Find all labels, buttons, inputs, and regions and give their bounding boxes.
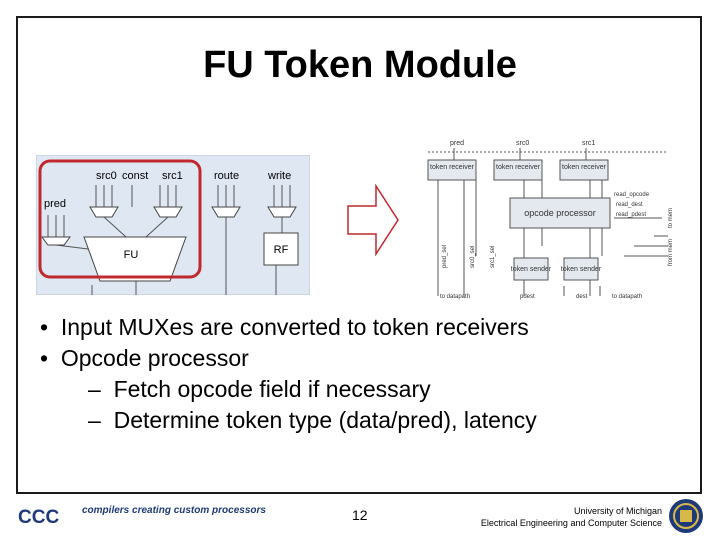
- slide-title: FU Token Module: [203, 44, 517, 86]
- footer-affiliation: University of Michigan Electrical Engine…: [481, 505, 662, 529]
- token-sender-1: [513, 257, 549, 281]
- label-pred: pred: [44, 198, 66, 210]
- read-dest-label: read_dest: [616, 202, 643, 208]
- label-src0: src0: [96, 170, 117, 182]
- to-datapath-left-label: to datapath: [440, 294, 470, 300]
- dest-label: dest: [576, 294, 588, 300]
- to-mem-label: to mem: [668, 208, 674, 228]
- label-src1: src1: [162, 170, 183, 182]
- transform-arrow-icon: [347, 184, 399, 256]
- sub-bullet-item: – Fetch opcode field if necessary: [88, 376, 431, 402]
- token-receiver-src0: [493, 159, 543, 181]
- src0-sel-label: src0_sel: [470, 246, 476, 268]
- bullet-list: • Input MUXes are converted to token rec…: [40, 312, 537, 436]
- pdest-label: pdest: [520, 294, 535, 300]
- sub-bullet-item: – Determine token type (data/pred), late…: [88, 407, 537, 433]
- label-pred: pred: [450, 140, 464, 147]
- university-seal-icon: [669, 499, 703, 533]
- university-name: University of Michigan: [573, 506, 662, 516]
- logo-mark: CCC: [18, 507, 59, 528]
- tx2-label: token sender: [561, 266, 602, 273]
- rx2-label: token receiver: [496, 164, 541, 171]
- pred-sel-label: pred_sel: [442, 245, 448, 268]
- label-src1: src1: [582, 140, 595, 147]
- token-sender-2: [563, 257, 599, 281]
- bullet-text: Input MUXes are converted to token recei…: [60, 314, 529, 340]
- highlight-outline: [38, 159, 202, 279]
- opcode-label: opcode processor: [524, 208, 596, 218]
- label-src0: src0: [516, 140, 529, 147]
- label-fu: FU: [124, 249, 139, 261]
- label-const: const: [122, 170, 148, 182]
- rx1-label: token receiver: [430, 164, 475, 171]
- bullet-text: Opcode processor: [60, 345, 249, 371]
- token-receiver-src1: [559, 159, 609, 181]
- fu-block: [83, 236, 187, 282]
- token-receiver-pred: [427, 159, 477, 181]
- token-module-diagram: pred src0 src1 token receiver token rece…: [427, 140, 674, 300]
- bullet-item: • Input MUXes are converted to token rec…: [40, 314, 529, 340]
- label-route: route: [214, 170, 239, 182]
- bullet-text: Determine token type (data/pred), latenc…: [113, 407, 537, 433]
- label-rf: RF: [274, 244, 289, 256]
- read-pdest-label: read_pdest: [616, 212, 646, 218]
- department-name: Electrical Engineering and Computer Scie…: [480, 518, 662, 528]
- page-number: 12: [352, 507, 368, 523]
- logo-tagline: compilers creating custom processors: [82, 505, 266, 516]
- tx1-label: token sender: [511, 266, 552, 273]
- label-write: write: [267, 170, 291, 182]
- slide-frame: [16, 16, 702, 494]
- bullet-text: Fetch opcode field if necessary: [113, 376, 431, 402]
- to-datapath-right-label: to datapath: [612, 294, 642, 300]
- from-mem-label: from mem: [668, 239, 674, 266]
- bullet-item: • Opcode processor: [40, 345, 249, 371]
- opcode-processor: [509, 197, 611, 229]
- rf-block: [263, 232, 299, 266]
- rx3-label: token receiver: [562, 164, 607, 171]
- read-opcode-label: read_opcode: [614, 192, 650, 198]
- fu-datapath-diagram: src0 const src1 route write pred FU RF: [36, 155, 310, 295]
- ccc-logo: CCC: [18, 507, 59, 528]
- src1-sel-label: src1_sel: [490, 246, 496, 268]
